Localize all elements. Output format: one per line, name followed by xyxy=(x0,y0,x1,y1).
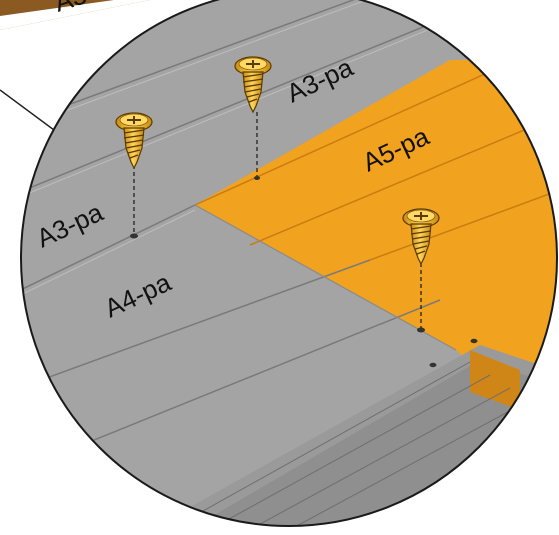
wood-corner xyxy=(0,0,120,16)
detail-circle xyxy=(20,0,558,527)
leader-line xyxy=(0,89,55,131)
hole xyxy=(130,233,138,239)
hole xyxy=(470,338,478,344)
panel-a5-orange xyxy=(195,60,557,410)
hole xyxy=(254,176,260,180)
hole xyxy=(429,362,437,368)
hole xyxy=(417,327,425,333)
